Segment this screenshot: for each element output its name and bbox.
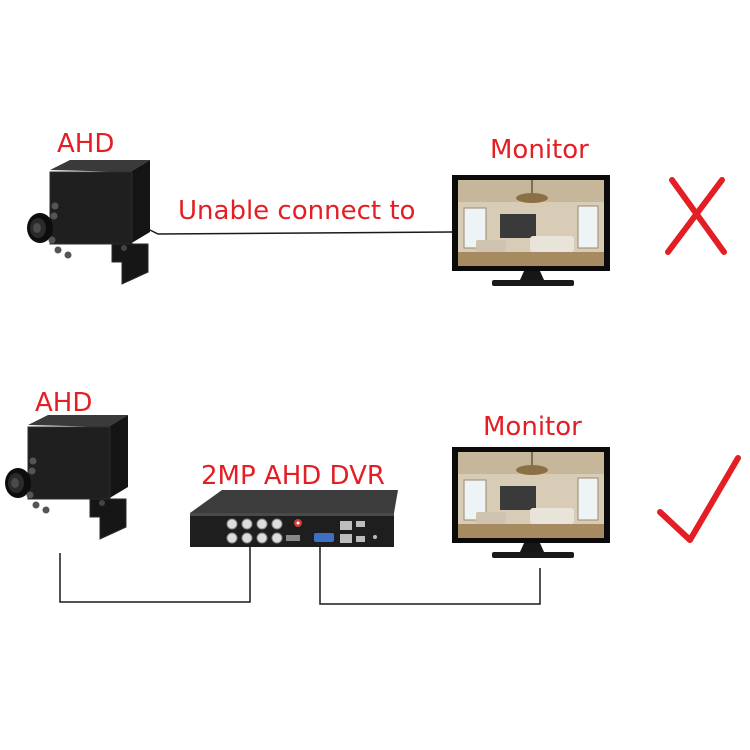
top-direct-cable [150,230,452,234]
ahd-dvr [190,490,398,547]
camera-to-dvr-cable [60,545,250,602]
check-mark-icon [660,458,738,540]
cross-mark-icon [668,180,724,252]
top-monitor [452,175,610,286]
bottom-monitor [452,447,610,558]
bottom-ahd-camera [5,415,128,539]
top-ahd-camera [27,160,150,284]
